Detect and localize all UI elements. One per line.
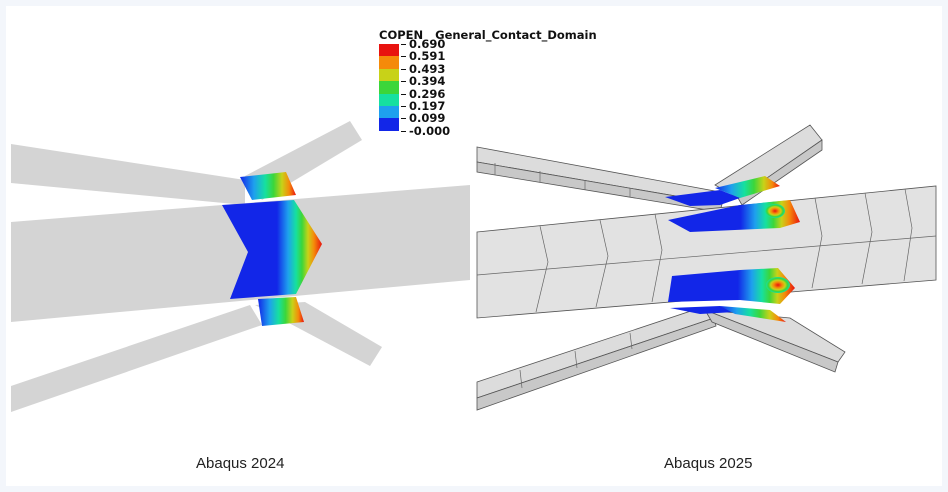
upper-left-arm [11,144,245,205]
legend-swatch [379,68,399,82]
caption-abaqus-2024: Abaqus 2024 [196,455,285,472]
lower-left-beam [476,307,715,399]
lower-contact-patch [258,297,304,326]
legend-swatch [379,105,399,119]
main-bar [11,185,470,322]
lower-contact-patch-2025 [670,306,735,314]
legend-value: 0.690 [400,38,450,50]
legend-variable: COPEN [379,28,424,42]
legend-swatch [379,56,399,69]
legend-swatch [379,44,399,57]
lower-left-arm [11,305,262,412]
main-lower-contact-patch-2025 [668,268,795,304]
upper-contact-patch-2025 [665,190,740,206]
upper-contact-patch [240,172,296,200]
legend-value: 0.296 [400,87,450,100]
caption-abaqus-2025: Abaqus 2025 [664,455,753,472]
legend-value: -0.000 [400,123,451,138]
legend-value: 0.493 [400,62,450,75]
legend-swatch [379,118,399,131]
legend-value: 0.197 [400,100,450,112]
main-contact-patch [222,200,322,299]
legend-swatch [379,93,399,106]
model-2025 [476,124,937,411]
mesh-lines [476,163,937,389]
legend-value: 0.099 [400,112,450,125]
legend-color-bar [379,44,399,131]
legend-swatch [379,81,399,94]
model-2024 [11,121,470,412]
legend-value: 0.591 [400,50,450,63]
legend-value: 0.394 [400,75,450,88]
legend-domain: General_Contact_Domain [435,28,597,42]
legend-title: COPEN General_Contact_Domain [379,28,597,42]
